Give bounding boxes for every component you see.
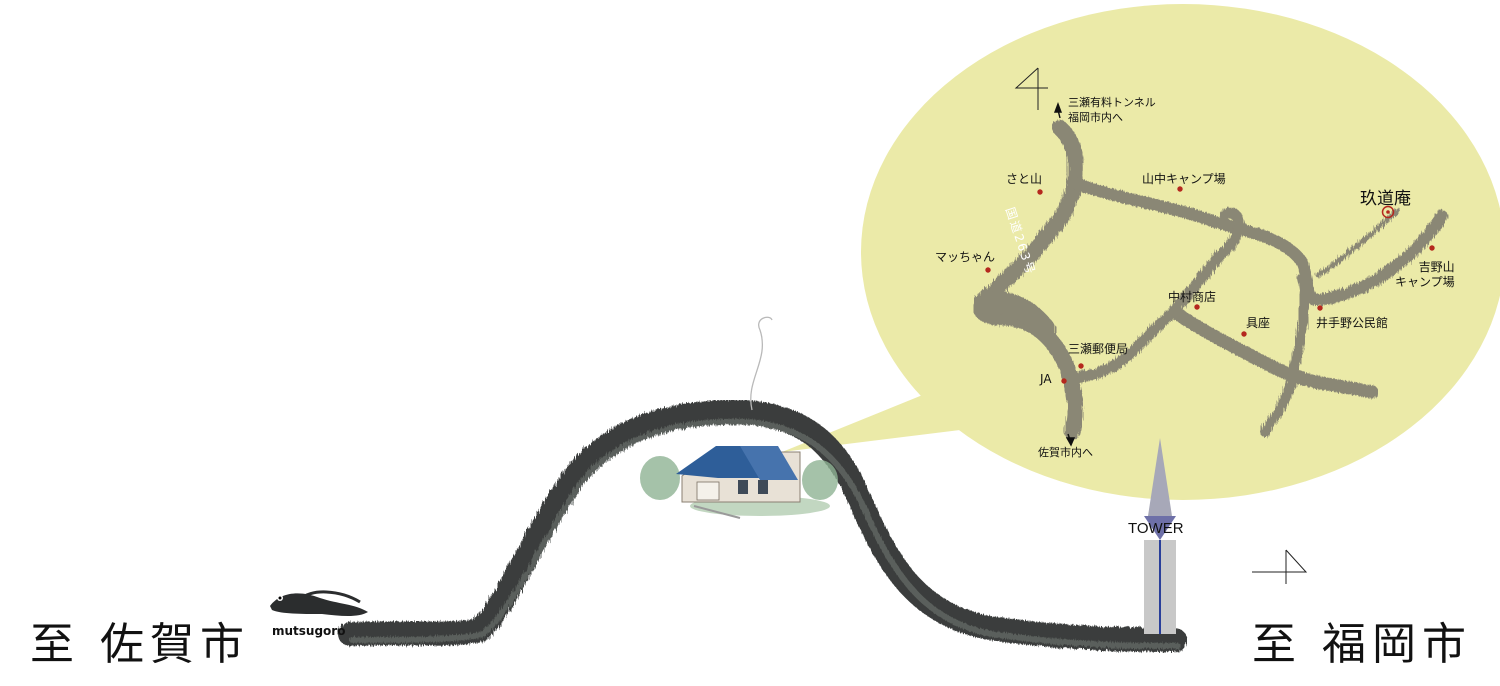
place-label-nakamura: 中村商店 [1168,290,1217,304]
inset-map-background [861,4,1500,500]
target-marker-icon [1381,205,1395,219]
marker-matchan [985,267,991,273]
logo-text: mutsugoro [272,624,346,638]
marker-satoyama [1037,189,1043,195]
place-label-kudouan: 玖道庵 [1360,189,1411,209]
marker-yamanaka-camp [1177,186,1183,192]
north-destination-label: 三瀬有料トンネル 福岡市内へ [1068,96,1156,124]
house-illustration [640,446,838,519]
marker-ja [1061,378,1067,384]
place-label-yoshinoyama: 吉野山 キャンプ場 [1395,260,1455,289]
south-destination-label: 佐賀市内へ [1038,446,1093,459]
destination-fukuoka: 至 福岡市 [1252,619,1472,670]
marker-gura [1241,331,1247,337]
inset-north-arrow [1014,67,1048,110]
place-label-satoyama: さと山 [1006,172,1043,186]
marker-yoshinoyama [1429,245,1435,251]
place-label-gura: 具座 [1246,316,1271,330]
place-label-ja: JA [1040,372,1052,386]
tower-icon [1144,438,1176,634]
mudskipper-fish-icon [270,590,368,616]
place-label-matchan: マッちゃん [935,250,996,264]
smoke [750,316,773,411]
place-label-post-office: 三瀬郵便局 [1068,342,1129,356]
inset-roads [973,120,1448,440]
main-road [338,399,1187,652]
marker-post-office [1078,363,1084,369]
marker-idenokouminkan [1317,305,1323,311]
tower-label: TOWER [1128,520,1184,537]
place-label-idenokouminkan: 井手野公民館 [1316,316,1389,330]
marker-nakamura [1194,304,1200,310]
place-label-yamanaka-camp: 山中キャンプ場 [1142,172,1226,186]
north-arrow [1252,549,1308,584]
direction-arrows [1053,102,1076,447]
inset-markers [985,186,1435,384]
destination-saga: 至 佐賀市 [30,619,250,670]
